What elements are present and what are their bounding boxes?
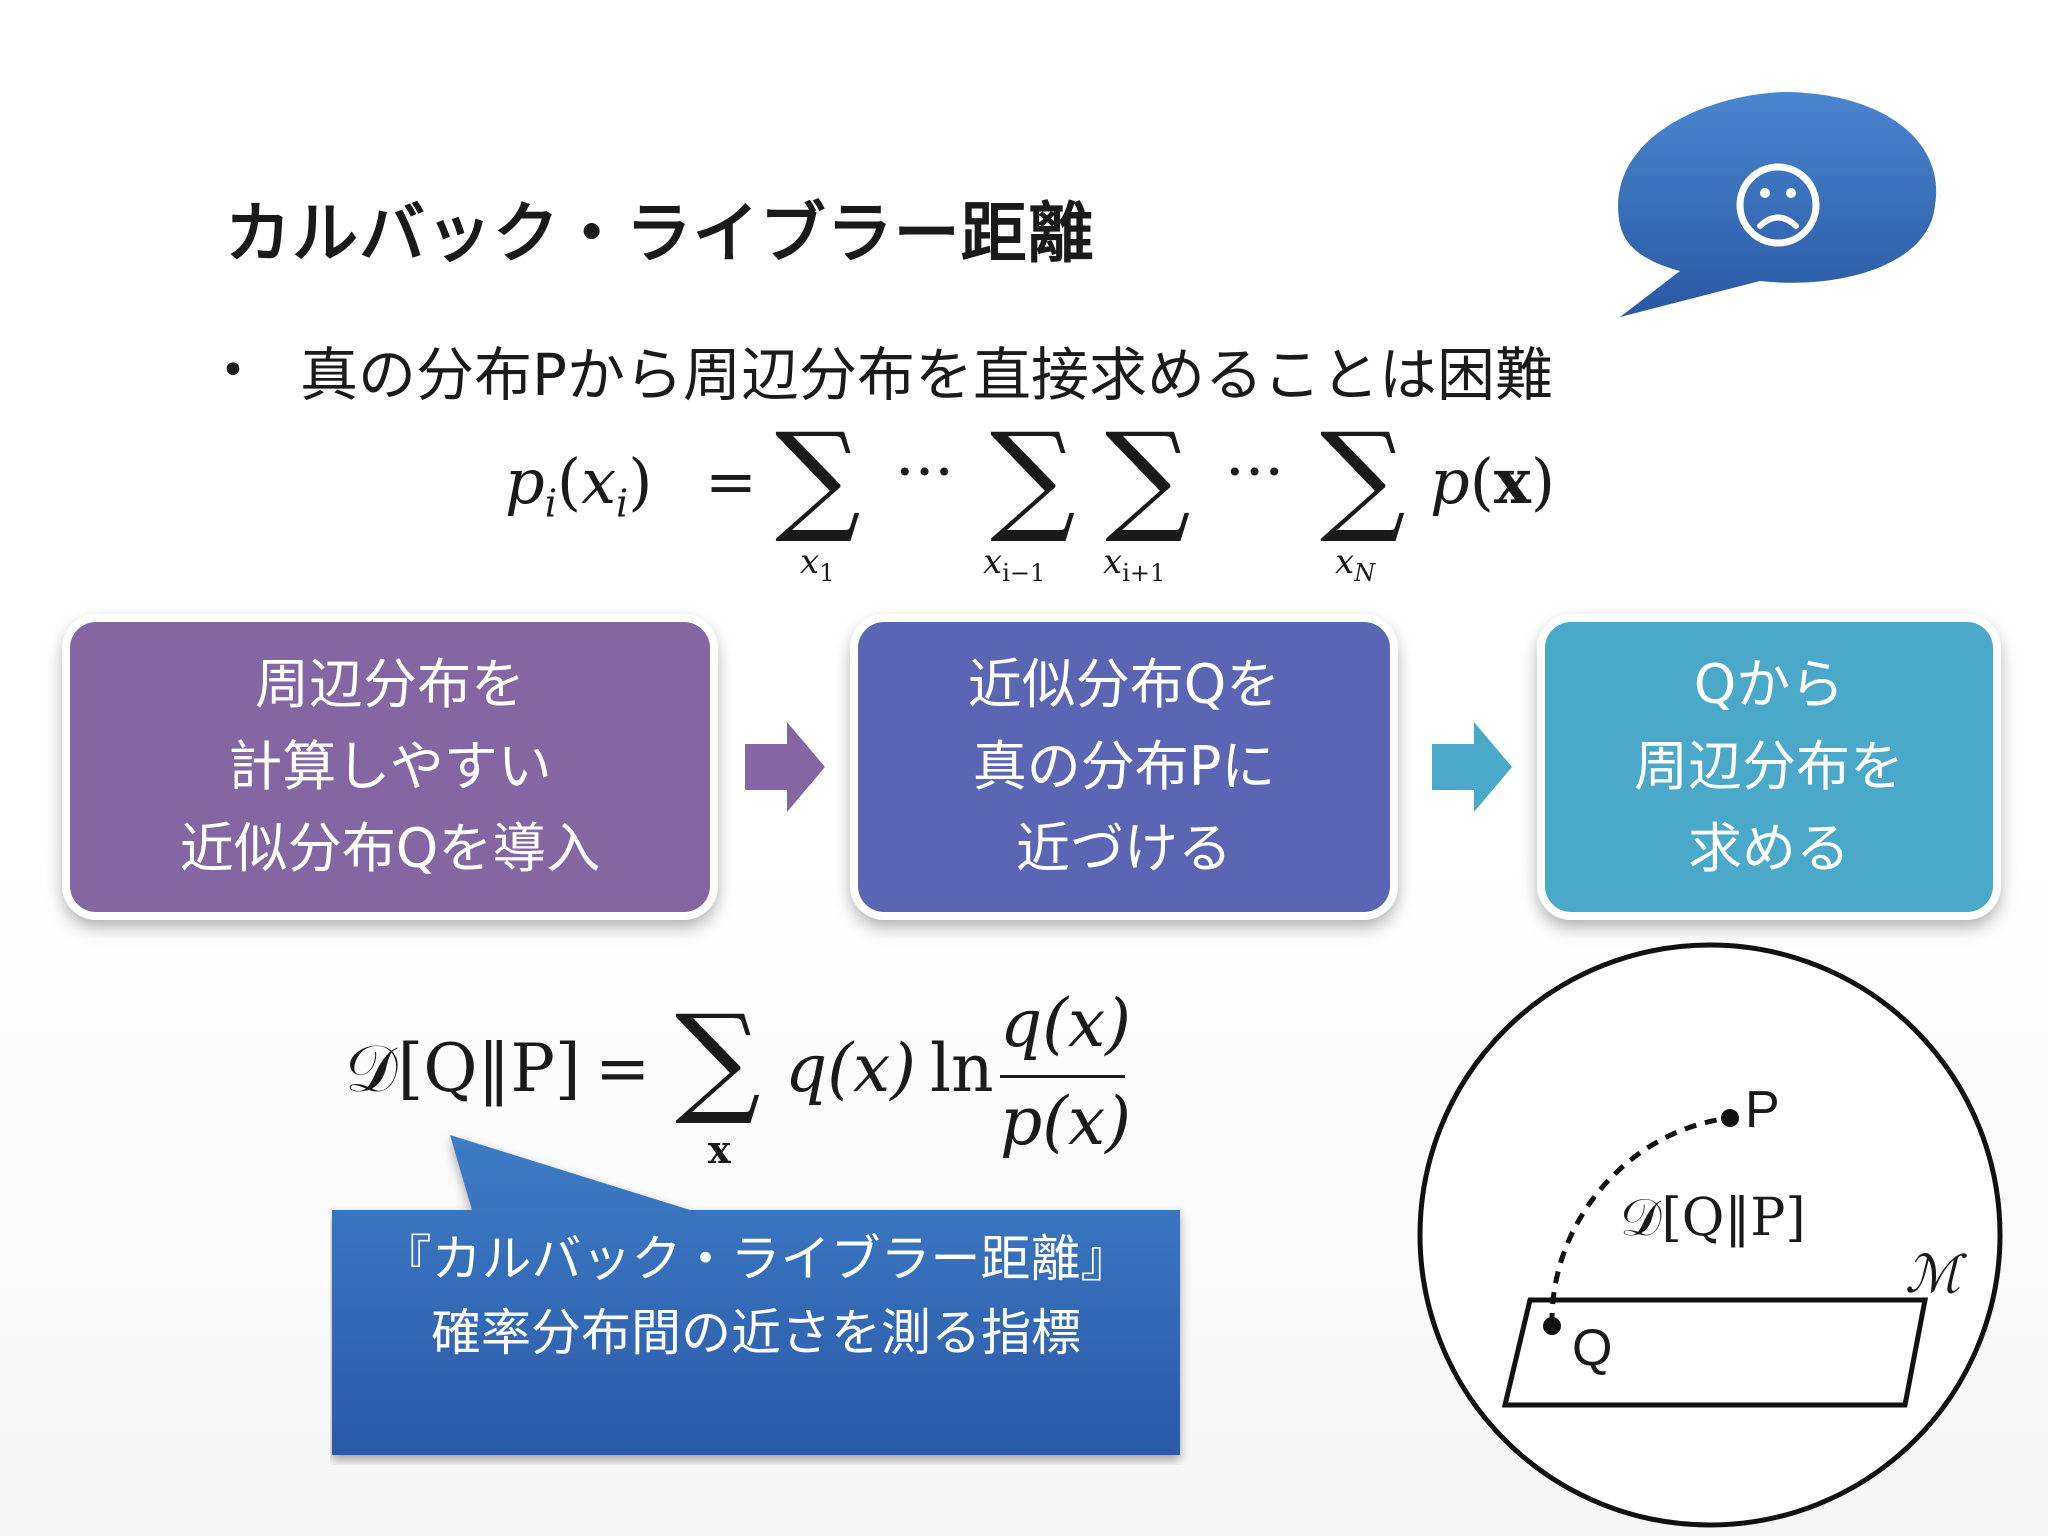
point-q (1543, 1317, 1561, 1335)
formula-equals: = (705, 445, 757, 518)
sum-index-1: x1 (800, 542, 835, 587)
point-p (1721, 1109, 1739, 1127)
flow-box-approach-true: 近似分布Qを 真の分布Pに 近づける (858, 622, 1390, 912)
marginal-formula: pi(xi) = ∑ x1 ··· ∑ xi−1 ∑ xi+1 ··· ∑ xN… (505, 408, 1556, 587)
kl-callout-shape (332, 1135, 1180, 1455)
kl-q-term: q(x) (785, 1030, 916, 1107)
sum-index-3: xi+1 (1103, 542, 1166, 587)
kl-numerator: q(x) (1000, 985, 1131, 1062)
kl-callout-line-1: 『カルバック・ライブラー距離』 (381, 1230, 1131, 1288)
kl-ln: ln (930, 1030, 994, 1107)
arrow-right-icon (745, 722, 825, 812)
sum-symbol-3: ∑ (1105, 408, 1191, 547)
kl-callout-line-2: 確率分布間の近さを測る指標 (431, 1304, 1081, 1362)
formula-dots-1: ··· (895, 435, 955, 508)
flow-box-2-line-1: 近似分布Qを (967, 653, 1281, 716)
formula-lhs-arg-sub: i (616, 481, 629, 526)
kl-denominator: p(x) (1000, 1083, 1131, 1160)
kl-sum-sub: x (708, 1127, 731, 1172)
sum-symbol-4: ∑ (1320, 408, 1406, 547)
flow-box-3-line-1: Qから (1693, 653, 1845, 716)
diagram-label-p: P (1745, 1081, 1780, 1139)
flow-box-introduce-approximation: 周辺分布を 計算しやすい 近似分布Qを導入 (70, 622, 710, 912)
formula-lhs-p: p (505, 445, 545, 518)
diagram-label-q: Q (1572, 1319, 1613, 1377)
flow-box-1-line-3: 近似分布Qを導入 (179, 817, 601, 880)
flow-box-3-line-2: 周辺分布を (1634, 735, 1904, 798)
bullet-text: 真の分布Pから周辺分布を直接求めることは困難 (300, 341, 1553, 409)
formula-lhs-arg: x (581, 445, 617, 518)
flow-box-2-line-3: 近づける (1016, 817, 1232, 880)
sum-symbol-2: ∑ (990, 408, 1076, 547)
kl-fraction-bar (1000, 1075, 1125, 1078)
formula-rhs: p(x) (1430, 445, 1556, 518)
flow-box-1-line-2: 計算しやすい (228, 735, 552, 798)
flow-box-1-line-1: 周辺分布を (255, 653, 525, 716)
diagram-label-m: ℳ (1905, 1245, 1961, 1305)
sum-index-2: xi−1 (983, 542, 1046, 587)
flow-box-compute-marginal: Qから 周辺分布を 求める (1545, 622, 1993, 912)
arrow-right-icon (1432, 722, 1512, 812)
sad-face-icon (1736, 163, 1820, 247)
probability-space-diagram (1417, 942, 2003, 1528)
kl-sum-symbol: ∑ (675, 990, 761, 1129)
diagram-label-d: 𝒟[Q‖P] (1620, 1188, 1806, 1248)
sad-speech-bubble (1618, 92, 1937, 317)
kl-formula: 𝒟[Q‖P] = ∑ x q(x) ln q(x) p(x) (345, 985, 1145, 1195)
kl-lhs: 𝒟[Q‖P] (345, 1030, 581, 1107)
sum-index-4: xN (1335, 542, 1376, 587)
sum-symbol-1: ∑ (775, 408, 861, 547)
formula-lhs-sub: i (544, 481, 557, 526)
slide-title: カルバック・ライブラー距離 (225, 195, 1095, 272)
flow-box-3-line-3: 求める (1688, 817, 1850, 880)
formula-dots-2: ··· (1225, 435, 1285, 508)
bullet-marker: • (220, 345, 246, 396)
kl-callout: 『カルバック・ライブラー距離』 確率分布間の近さを測る指標 (332, 1222, 1180, 1370)
kl-distance-curve (1549, 1115, 1731, 1326)
kl-equals: = (595, 1030, 651, 1107)
model-manifold-plane (1501, 1297, 1929, 1408)
flow-box-2-line-2: 真の分布Pに (972, 735, 1276, 798)
